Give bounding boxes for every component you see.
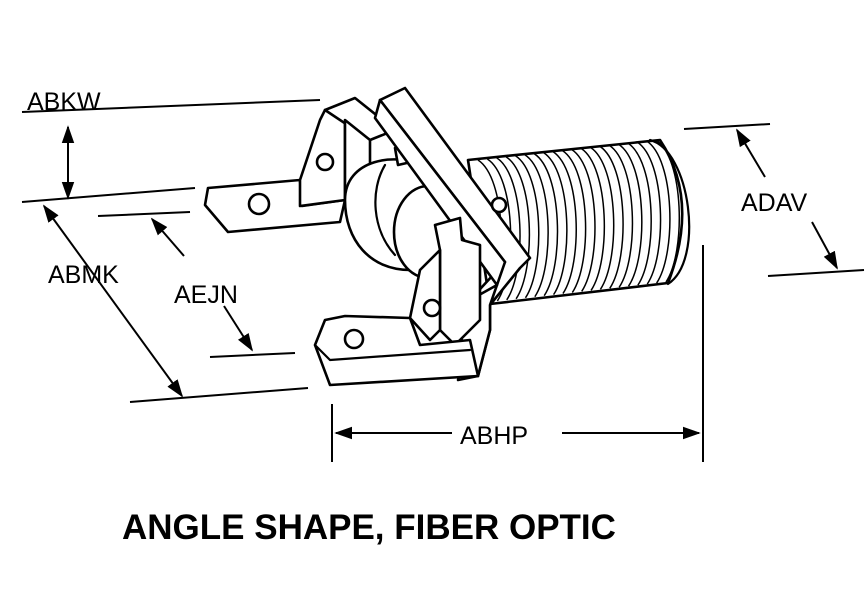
adav-arrow-upper [736,128,766,178]
thread-ridge [580,147,606,291]
thread-ridge [524,154,549,298]
thread-ridge [543,152,568,296]
thread-ridge [636,141,662,285]
thread-ridge [608,144,634,288]
adav-arrow-lower [811,221,838,270]
label-adav: ADAV [741,189,808,217]
aejn-arrow-lower [223,305,253,352]
thread-ridge [646,140,671,284]
thread-ridge [618,143,643,287]
thread-ridge [561,149,587,293]
diagram-caption: ANGLE SHAPE, FIBER OPTIC [122,508,616,547]
dimension-arrows [42,125,838,440]
thread-ridge [505,156,531,300]
label-abhp: ABHP [460,422,528,450]
label-abmk: ABMK [48,261,119,289]
thread-ridge [590,146,615,290]
dimension-labels: ABKW ABMK AEJN ADAV ABHP [27,88,808,450]
label-abkw: ABKW [27,88,101,116]
thread-ridge [552,150,577,294]
thread-ridge [533,153,559,297]
thread-ridge [627,142,652,286]
thread-ridge [599,145,624,289]
upper-bracket [203,96,397,234]
thread-ridge [515,155,540,299]
thread-ridge [571,148,596,292]
abmk-arrow [42,204,184,398]
aejn-arrow-upper [150,217,185,257]
lower-bracket [313,216,482,387]
thread-ridge [496,157,521,301]
label-aejn: AEJN [174,281,238,309]
